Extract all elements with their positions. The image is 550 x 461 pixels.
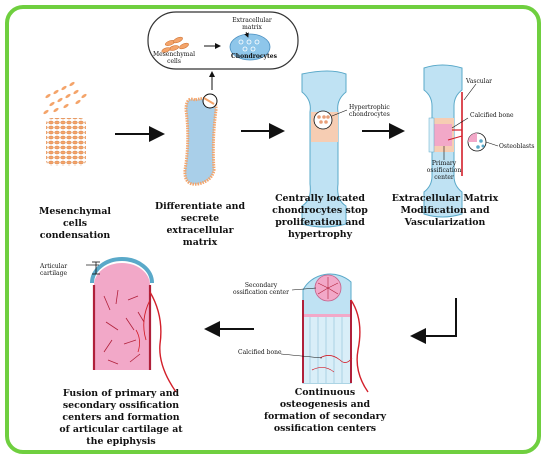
label-calcified-bone-2: Calcified bone [238,349,282,356]
condensed-cell-mass [46,118,86,166]
label-hypertrophic-chondrocytes: Hypertrophic chondrocytes [349,104,390,118]
caption-stage-5: Continuous osteogenesis and formation of… [263,387,387,434]
label-articular-cartilage: Articular cartilage [40,263,68,277]
caption-stage-4: Extracellular Matrix Modification and Va… [391,193,499,228]
stage6-fusion [86,257,177,393]
inset-chondrocyte-cluster [229,33,271,61]
caption-stage-3: Centrally located chondrocytes stop prol… [272,193,368,240]
arrow-4-5 [410,298,457,344]
stage3-hypertrophy [301,70,348,228]
caption-stage-6: Fusion of primary and secondary ossifica… [59,388,183,447]
label-chondrocytes: Chondrocytes [231,53,277,60]
label-calcified-bone-1: Calcified bone [470,112,514,119]
label-secondary-ossification-center: Secondary ossification center [233,282,289,296]
inset-bubble [147,11,299,70]
label-vascular: Vascular [466,78,493,85]
articular-cartilage [90,257,154,284]
stage4-vascularization [423,64,499,218]
stage1-condensation [43,81,87,166]
caption-stage-1: Mesenchymal cells condensation [39,206,111,241]
label-primary-ossification-center: Primary ossification center [426,160,462,181]
label-mesenchymal-cells: Mesenchymal cells [153,51,195,65]
label-osteoblasts: Osteoblasts [499,143,535,150]
hypertrophic-zoom [313,110,333,130]
stage5-secondary-center [280,273,369,393]
label-extracellular-matrix: Extracellular matrix [232,17,272,31]
figure-frame [5,5,541,454]
stage2-cartilage-model [183,93,218,186]
inset-mesenchymal-cells [161,36,189,53]
caption-stage-2: Differentiate and secrete extracellular … [154,201,246,248]
